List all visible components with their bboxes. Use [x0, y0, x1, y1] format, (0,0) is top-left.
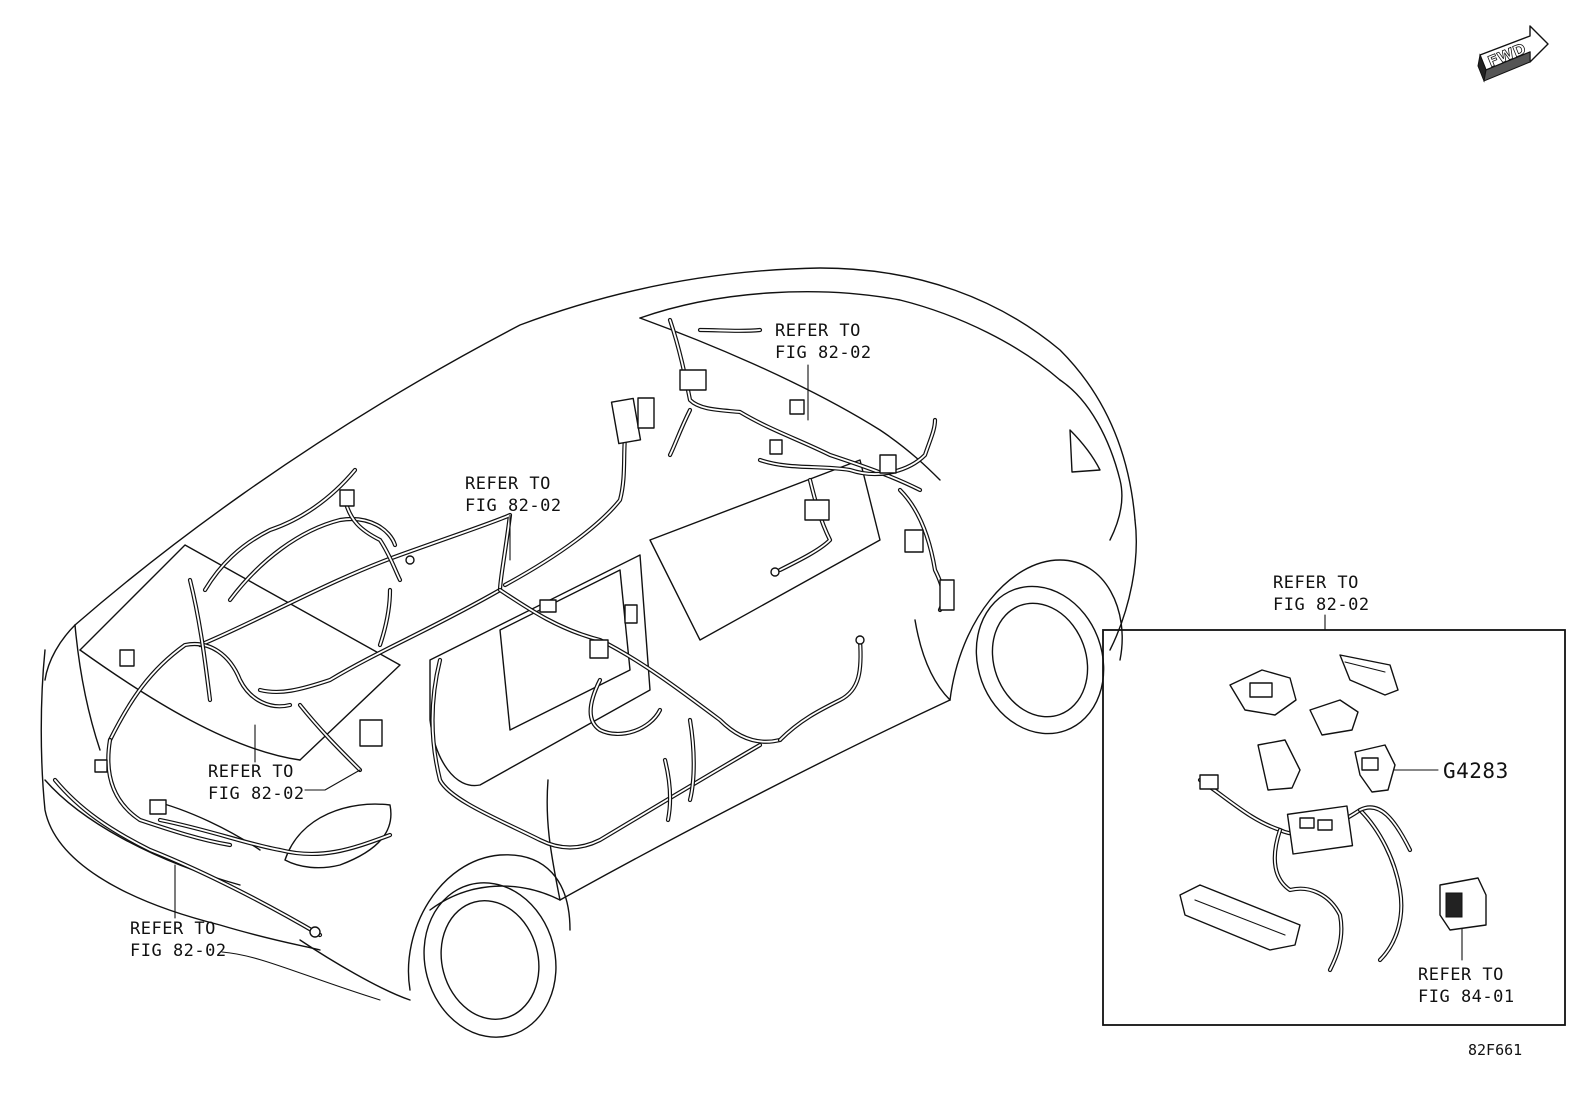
inset-relay — [1257, 739, 1301, 791]
callout-bumper: REFER TO FIG 82-02 — [130, 919, 227, 961]
inset-ecu — [1439, 877, 1487, 931]
inset-long-module — [1179, 884, 1301, 951]
callout-bumper-line1: REFER TO — [130, 919, 216, 939]
callout-leaders — [174, 364, 1463, 1001]
callout-center: REFER TO FIG 82-02 — [465, 474, 562, 516]
inset-sensor-bracket — [1229, 669, 1297, 716]
callout-center-line1: REFER TO — [465, 474, 551, 494]
callout-inset-bottom: REFER TO FIG 84-01 — [1418, 965, 1515, 1007]
inset-main-harness — [1197, 774, 1413, 973]
inset-detail-box — [1102, 629, 1566, 1026]
inset-connector-top — [1339, 654, 1399, 696]
vehicle-body-outline — [40, 267, 1137, 1038]
callout-roof-line2: FIG 82-02 — [775, 343, 872, 363]
callout-rear-lower: REFER TO FIG 82-02 — [208, 762, 305, 804]
floor-harness — [197, 512, 863, 850]
callout-rear-lower-line2: FIG 82-02 — [208, 784, 305, 804]
rear-harness — [52, 467, 403, 938]
callout-roof-line1: REFER TO — [775, 321, 861, 341]
part-label-g4283: G4283 — [1443, 759, 1509, 783]
callout-roof: REFER TO FIG 82-02 — [775, 321, 872, 363]
fwd-arrow-icon: FWD — [1477, 25, 1549, 83]
callout-rear-lower-line1: REFER TO — [208, 762, 294, 782]
figure-code: 82F661 — [1468, 1041, 1522, 1059]
callout-inset-top: REFER TO FIG 82-02 — [1273, 573, 1370, 615]
callout-center-line2: FIG 82-02 — [465, 496, 562, 516]
harness-connectors — [94, 369, 955, 938]
callout-inset-top-line1: REFER TO — [1273, 573, 1359, 593]
roof-harness — [502, 317, 946, 613]
inset-module — [1309, 699, 1359, 736]
callout-inset-bottom-line1: REFER TO — [1418, 965, 1504, 985]
callout-bumper-line2: FIG 82-02 — [130, 941, 227, 961]
g4283-bracket — [1354, 744, 1396, 793]
callout-inset-top-line2: FIG 82-02 — [1273, 595, 1370, 615]
callout-inset-bottom-line2: FIG 84-01 — [1418, 987, 1515, 1007]
